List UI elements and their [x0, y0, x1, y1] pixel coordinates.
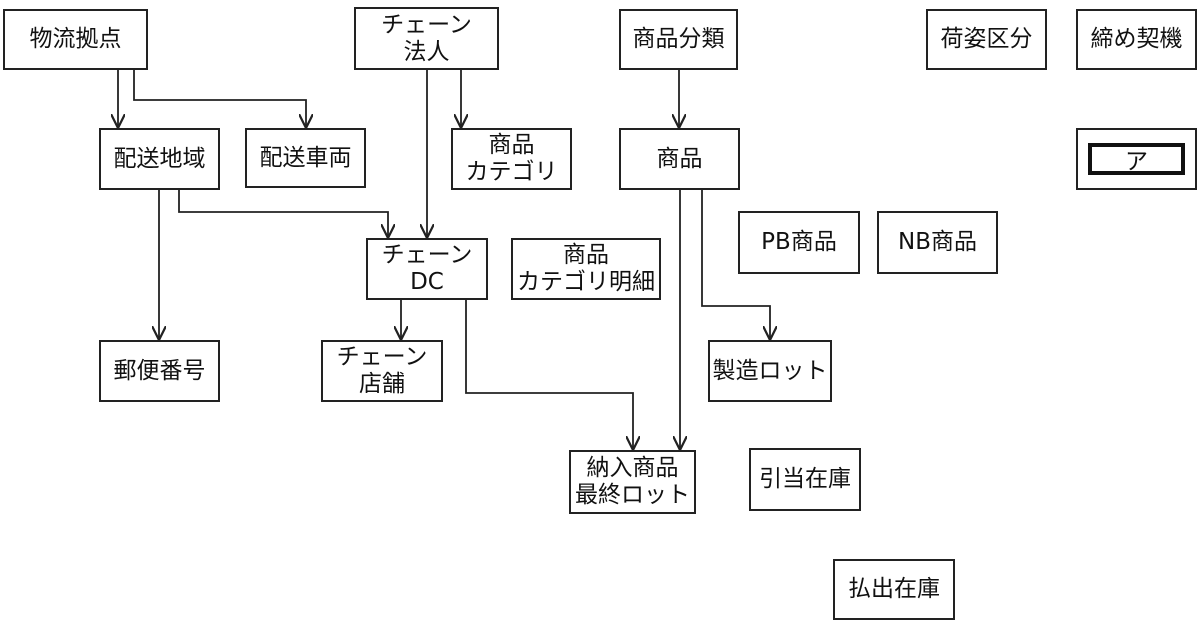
- legend-blank-entity: ア: [1088, 143, 1185, 175]
- entity-shime-keiki: 締め契機: [1076, 9, 1197, 70]
- entity-haiso-sharyo: 配送車両: [245, 128, 366, 188]
- entity-hikiate-zaiko: 引当在庫: [749, 448, 861, 511]
- entity-nonyu-saishu-lot: 納入商品 最終ロット: [569, 450, 696, 514]
- entity-chain-hojin: チェーン 法人: [354, 7, 499, 70]
- entity-nb-shohin: NB商品: [877, 211, 998, 274]
- entity-yubin-bango: 郵便番号: [99, 340, 220, 402]
- entity-shohin-category-meisai: 商品 カテゴリ明細: [511, 238, 661, 300]
- arrow-chaindc-to-nonyu: [465, 300, 633, 450]
- arrow-shohin-to-seizo: [701, 190, 770, 340]
- entity-shohin: 商品: [619, 128, 740, 190]
- entity-shohin-category: 商品 カテゴリ: [451, 128, 572, 190]
- entity-shohin-bunrui: 商品分類: [619, 9, 738, 70]
- entity-seizo-lot: 製造ロット: [708, 340, 832, 402]
- entity-pb-shohin: PB商品: [738, 211, 860, 274]
- entity-nisugata-kubun: 荷姿区分: [926, 9, 1047, 70]
- entity-chain-dc: チェーン DC: [366, 238, 488, 300]
- entity-butsuryu-kyoten: 物流拠点: [3, 9, 148, 70]
- arrow-kyoten-to-sharyo: [133, 70, 306, 128]
- entity-haraidashi-zaiko: 払出在庫: [833, 559, 955, 620]
- legend-box: ア: [1076, 128, 1197, 190]
- entity-haiso-chiiki: 配送地域: [99, 128, 220, 190]
- entity-chain-tenpo: チェーン 店舗: [321, 340, 443, 402]
- arrow-chiiki-to-chaindc: [178, 190, 388, 238]
